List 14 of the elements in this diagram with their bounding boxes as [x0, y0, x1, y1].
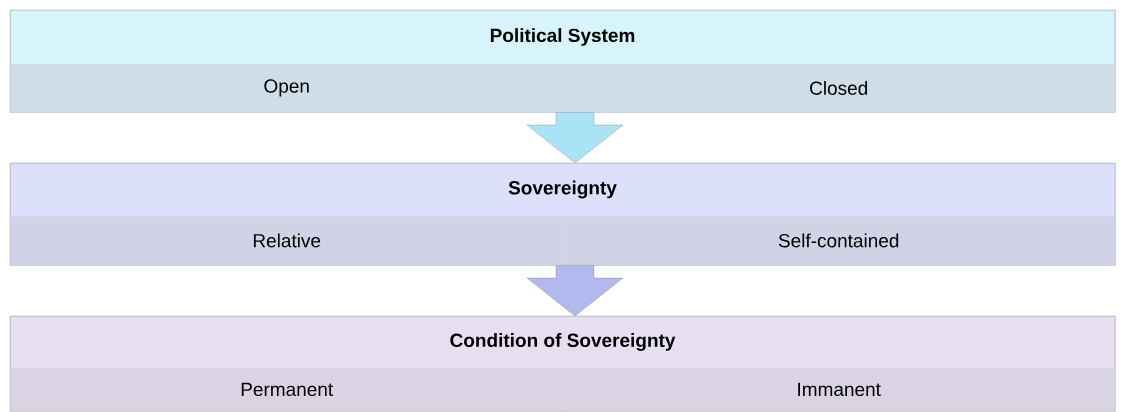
- node-label: Closed: [810, 80, 868, 95]
- option-cell: Immanent: [562, 368, 1115, 411]
- block-arrow: [526, 112, 624, 164]
- option-cell: Relative: [10, 216, 563, 265]
- option-cell: Self-contained: [562, 216, 1115, 265]
- node-label: Permanent: [241, 382, 334, 397]
- option-cell: Open: [10, 64, 563, 112]
- block-arrow: [526, 265, 624, 317]
- node-label: Self-contained: [778, 233, 899, 248]
- node-label: Immanent: [798, 382, 881, 397]
- node-label: Relative: [253, 233, 321, 248]
- option-cell: Permanent: [10, 368, 563, 411]
- option-cell: Closed: [562, 64, 1115, 112]
- node-label: Open: [264, 79, 309, 97]
